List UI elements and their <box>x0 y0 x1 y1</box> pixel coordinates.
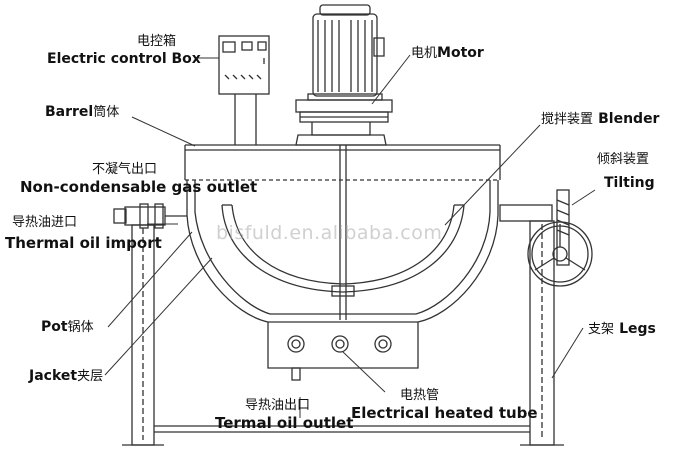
motor-drawing <box>295 4 393 146</box>
watermark: bisfuld.en.alibaba.com <box>216 222 443 244</box>
motor-label-zh: 电机 <box>411 46 438 61</box>
jacket-label: Jacket夹层 <box>29 367 103 383</box>
jacket-label-en: Jacket <box>29 368 78 384</box>
control-box-drawing <box>218 35 270 145</box>
tilting-label-en: Tilting <box>604 175 655 191</box>
oil-import-label-zh: 导热油进口 <box>12 215 78 230</box>
control-box-label-zh: 电控箱 <box>137 34 177 49</box>
control-box-label-en: Electric control Box <box>47 51 201 67</box>
pot-label-en: Pot <box>41 319 68 335</box>
blender-label-en: Blender <box>598 111 660 127</box>
oil-outlet-label-zh: 导热油出口 <box>245 398 311 413</box>
barrel-label-zh: 筒体 <box>93 105 120 120</box>
legs-label: 支架 Legs <box>588 320 656 336</box>
motor-label: 电机Motor <box>411 44 484 60</box>
heated-tube-label-en: Electrical heated tube <box>351 404 538 422</box>
oil-import-label-en: Thermal oil import <box>5 234 162 252</box>
barrel-label: Barrel筒体 <box>45 103 119 119</box>
gas-outlet-label-en: Non-condensable gas outlet <box>20 178 258 196</box>
pot-label: Pot锅体 <box>41 318 94 334</box>
base-bar-drawing <box>122 425 564 446</box>
barrel-label-en: Barrel <box>45 104 94 120</box>
tilting-label-zh: 倾斜装置 <box>597 152 650 167</box>
heater-box-drawing <box>267 322 419 381</box>
leader-lines <box>104 54 596 418</box>
legs-label-zh: 支架 <box>588 322 615 337</box>
pot-label-zh: 锅体 <box>67 320 94 335</box>
gas-outlet-label-zh: 不凝气出口 <box>92 162 158 177</box>
motor-label-en: Motor <box>437 45 484 61</box>
barrel-drawing <box>184 144 501 323</box>
legs-label-en: Legs <box>619 321 656 337</box>
jacket-label-zh: 夹层 <box>77 369 104 384</box>
oil-outlet-label-en: Termal oil outlet <box>215 414 354 432</box>
blender-label-zh: 搅拌装置 <box>541 112 594 127</box>
blender-label: 搅拌装置 Blender <box>541 110 659 126</box>
heated-tube-label-zh: 电热管 <box>400 388 440 403</box>
